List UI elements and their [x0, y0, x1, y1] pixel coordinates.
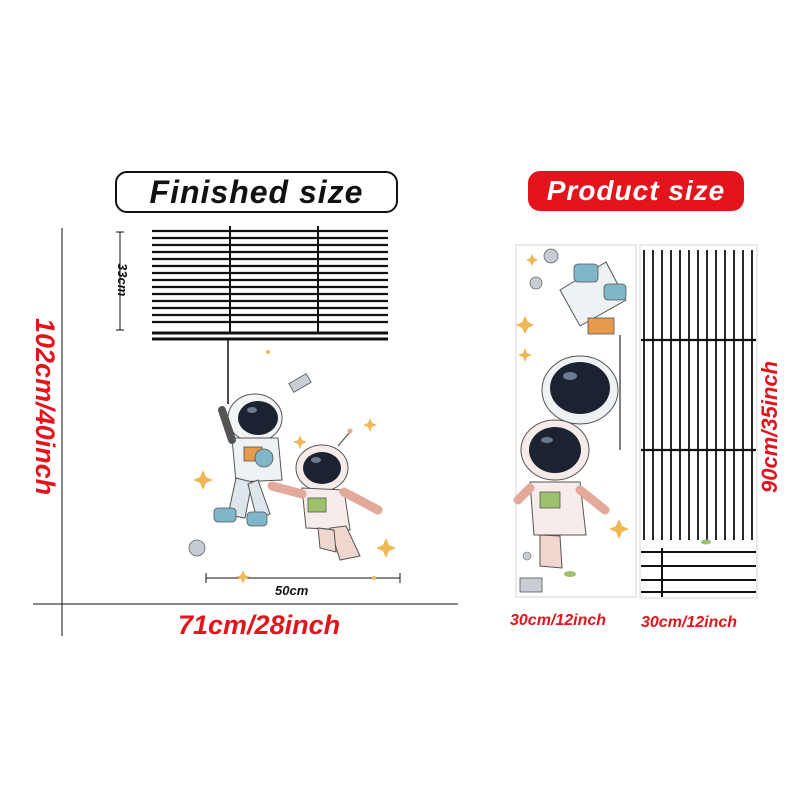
finished-size-badge: Finished size [115, 171, 398, 213]
product-sheet-1 [513, 244, 637, 598]
product-size-badge: Product size [528, 171, 744, 211]
finished-decorations [188, 350, 396, 584]
product-sheet-2 [639, 244, 758, 599]
finished-astronaut-left [213, 393, 283, 527]
product-size-title: Product size [546, 175, 726, 206]
sheet1-width-label: 30cm/12inch [510, 612, 607, 629]
figure-width-label: 50cm [275, 583, 309, 598]
finished-stripes [152, 226, 388, 404]
finished-size-title: Finished size [149, 173, 364, 210]
finished-width-label: 71cm/28inch [178, 610, 341, 640]
sheet2-width-label: 30cm/12inch [641, 614, 738, 631]
finished-dimension-lines [33, 228, 458, 636]
finished-astronaut-right [267, 428, 383, 561]
